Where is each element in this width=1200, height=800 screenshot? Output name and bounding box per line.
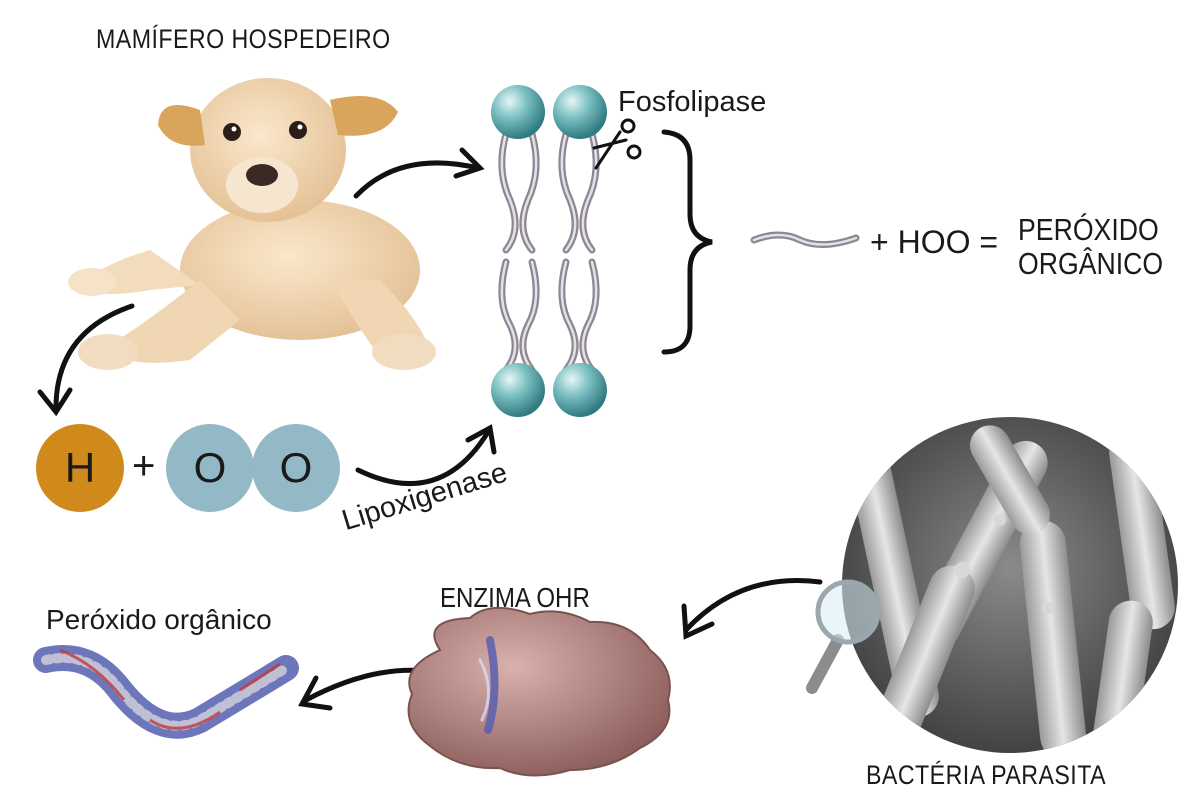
magnifier-icon: [806, 579, 881, 694]
arrow-host-to-membrane-head: [453, 147, 485, 179]
oxygen-symbol: O: [279, 444, 313, 491]
oxygen-symbol: O: [193, 444, 227, 491]
phospholipid-bilayer: [491, 85, 607, 417]
hoo-equation: + HOO =: [870, 224, 999, 260]
fatty-acid-tail: [750, 231, 860, 248]
oxygen-atom-2: O: [252, 424, 340, 512]
bacteria-label: BACTÉRIA PARASITA: [866, 760, 1107, 790]
lipid-head: [553, 85, 607, 139]
product-label-line1: PERÓXIDO: [1018, 212, 1159, 247]
arrow-host-to-membrane: [353, 160, 481, 199]
arrow-host-to-atoms-head: [37, 387, 73, 417]
organic-peroxide-label: Peróxido orgânico: [46, 604, 272, 635]
product-label-line2: ORGÂNICO: [1018, 246, 1164, 281]
organic-peroxide-molecule: [33, 645, 299, 739]
arrow-bacteria-to-enzyme-head: [681, 603, 715, 640]
lipid-head: [553, 363, 607, 417]
arrow-atoms-to-membrane: [355, 429, 491, 486]
arrow-bacteria-to-enzyme: [683, 578, 823, 633]
lipid-head: [491, 85, 545, 139]
enzyme-ohr-label: ENZIMA OHR: [440, 582, 590, 613]
puppy-illustration: [68, 78, 436, 370]
bacteria-micrograph: [842, 417, 1178, 753]
host-label: MAMÍFERO HOSPEDEIRO: [96, 24, 391, 54]
lipid-head: [491, 363, 545, 417]
hydrogen-symbol: H: [64, 444, 96, 491]
arrow-enzyme-to-peroxide-head: [298, 675, 333, 711]
phospholipase-label: Fosfolipase: [618, 86, 767, 118]
oxygen-atom-1: O: [166, 424, 254, 512]
hydrogen-atom: H: [36, 424, 124, 512]
ohr-enzyme-structure: [407, 606, 671, 777]
arrow-host-to-atoms: [53, 303, 135, 411]
plus-sign: +: [132, 444, 156, 488]
curly-brace: [661, 129, 713, 355]
scissors-icon: [592, 118, 642, 170]
arrow-atoms-to-membrane-head: [465, 424, 497, 455]
